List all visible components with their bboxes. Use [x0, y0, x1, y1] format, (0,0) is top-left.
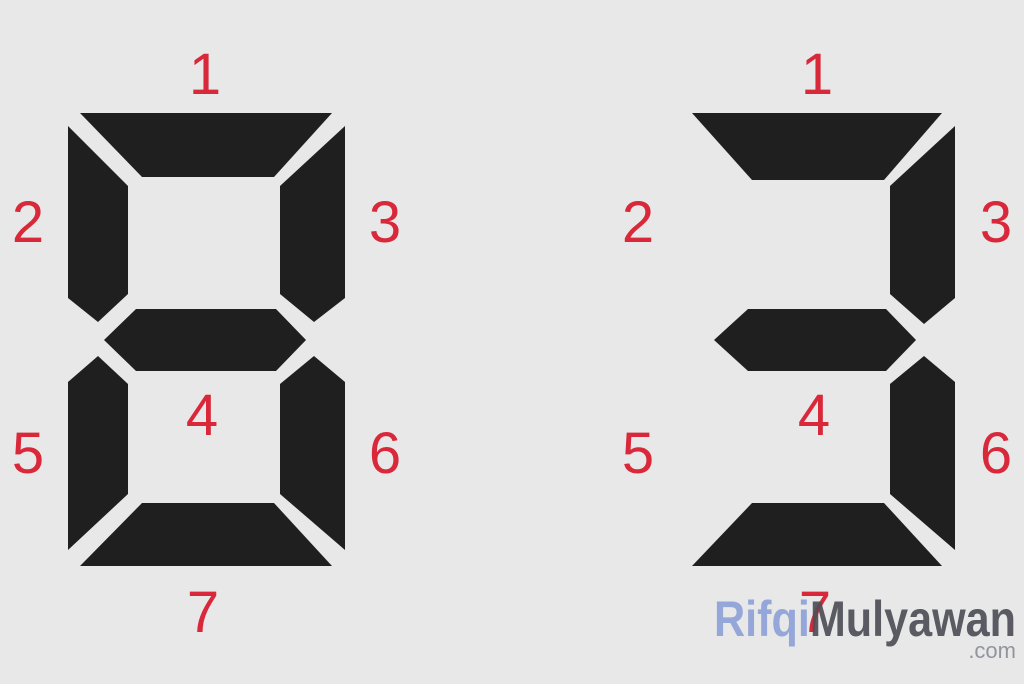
- right-label-3: 3: [980, 190, 1012, 255]
- watermark-suffix: .com: [968, 638, 1016, 663]
- right-segment-1: [692, 113, 942, 180]
- left-segment-2: [68, 126, 128, 322]
- watermark: RifqiMulyawan .com: [714, 591, 1016, 663]
- display-right: 1 2 3 4 5 6 7: [622, 42, 1012, 645]
- display-left: 1 2 3 4 5 6 7: [12, 42, 401, 645]
- right-label-5: 5: [622, 421, 654, 486]
- left-segment-3: [280, 126, 345, 322]
- right-label-4: 4: [798, 383, 830, 448]
- left-label-5: 5: [12, 421, 44, 486]
- right-label-7: 7: [799, 580, 831, 645]
- left-label-2: 2: [12, 190, 44, 255]
- left-segment-4: [104, 309, 306, 371]
- right-segment-3: [890, 126, 955, 324]
- right-label-1: 1: [801, 42, 833, 107]
- left-label-7: 7: [187, 580, 219, 645]
- left-label-3: 3: [369, 190, 401, 255]
- left-label-4: 4: [186, 383, 218, 448]
- watermark-text: RifqiMulyawan: [714, 591, 1016, 647]
- right-label-2: 2: [622, 190, 654, 255]
- right-segment-4: [714, 309, 916, 371]
- watermark-part1: Rifqi: [714, 591, 810, 647]
- left-segment-5: [68, 356, 128, 550]
- left-label-6: 6: [369, 421, 401, 486]
- left-segment-1: [80, 113, 332, 177]
- right-segment-6: [890, 356, 955, 550]
- right-segment-7: [692, 503, 942, 566]
- right-label-6: 6: [980, 421, 1012, 486]
- left-label-1: 1: [189, 42, 221, 107]
- right-segment-5: [680, 356, 740, 550]
- left-segment-7: [80, 503, 332, 566]
- left-segment-6: [280, 356, 345, 550]
- watermark-part2: Mulyawan: [810, 591, 1016, 647]
